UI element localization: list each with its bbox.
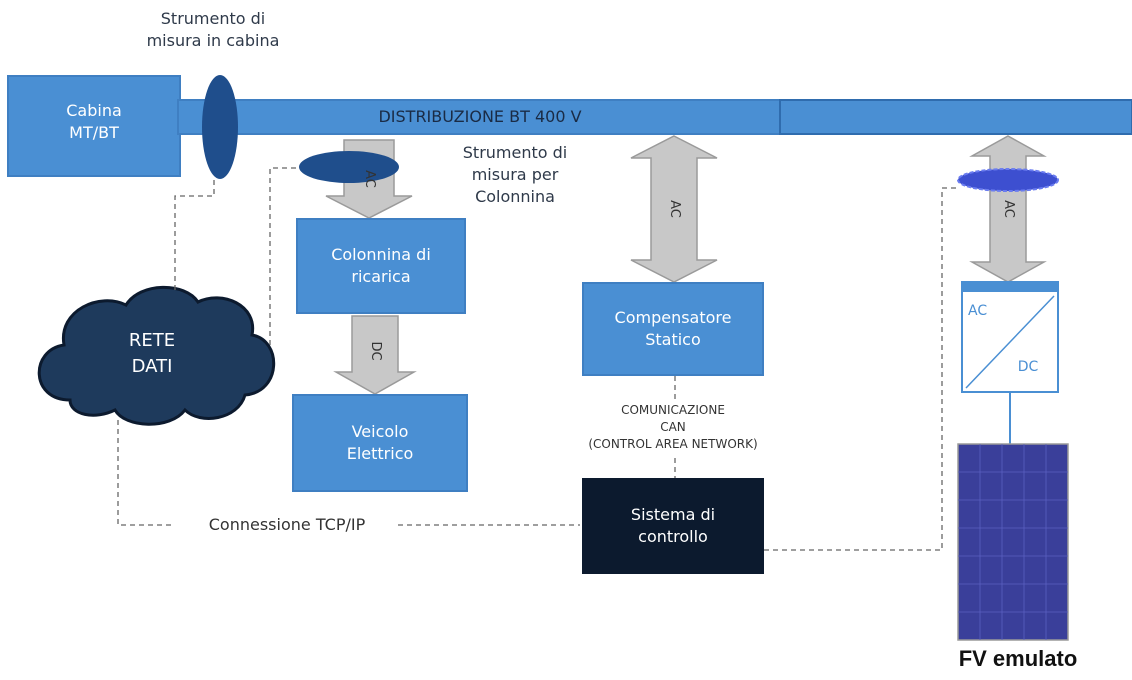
label-cabina: Cabina MT/BT — [66, 101, 122, 142]
bus-bar-left — [177, 99, 781, 135]
label-rete-dati: RETE DATI — [128, 330, 176, 377]
link-cloud-colonnina — [269, 167, 300, 345]
cloud-rete-dati — [37, 285, 276, 426]
label-comunicazione: COMUNICAZIONE CAN (CONTROL AREA NETWORK) — [588, 403, 758, 451]
label-strumento-colonnina: Strumento di misura per Colonnina — [462, 143, 568, 206]
box-colonnina: Colonnina di ricarica — [296, 218, 466, 314]
dashed-links — [117, 167, 958, 551]
bus-bar-right — [779, 99, 1132, 135]
sensor-cabina — [202, 75, 238, 179]
box-sistema-controllo: Sistema di controllo — [582, 478, 764, 574]
arrow-dc-veicolo — [333, 315, 417, 395]
label-distribuzione: DISTRIBUZIONE BT 400 V — [378, 107, 582, 126]
link-cloud-sistema — [117, 420, 172, 526]
label-inverter-dc: DC — [1017, 359, 1039, 375]
label-arrow-ac-fv: AC — [1001, 200, 1016, 218]
sensor-fv — [957, 168, 1059, 192]
inverter-diagonal — [965, 295, 1055, 389]
box-compensatore: Compensatore Statico — [582, 282, 764, 376]
link-cloud-cabina — [174, 180, 215, 290]
label-fv-emulato: FV emulato — [958, 646, 1078, 671]
inverter-top-bar — [962, 282, 1058, 292]
label-inverter-ac: AC — [968, 303, 988, 319]
box-veicolo: Veicolo Elettrico — [292, 394, 468, 492]
pv-panel-grid — [958, 444, 1068, 640]
link-sistema-fv — [764, 187, 958, 551]
label-arrow-ac-colonnina: AC — [362, 170, 377, 188]
label-strumento-cabina: Strumento di misura in cabina — [146, 9, 280, 50]
label-connessione-tcpip: Connessione TCP/IP — [208, 515, 366, 534]
label-arrow-ac-compensatore: AC — [667, 200, 682, 218]
cabina-box — [7, 75, 181, 177]
label-arrow-dc-veicolo: DC — [368, 341, 383, 361]
sensor-colonnina — [299, 151, 399, 183]
pv-panel — [957, 443, 1069, 641]
